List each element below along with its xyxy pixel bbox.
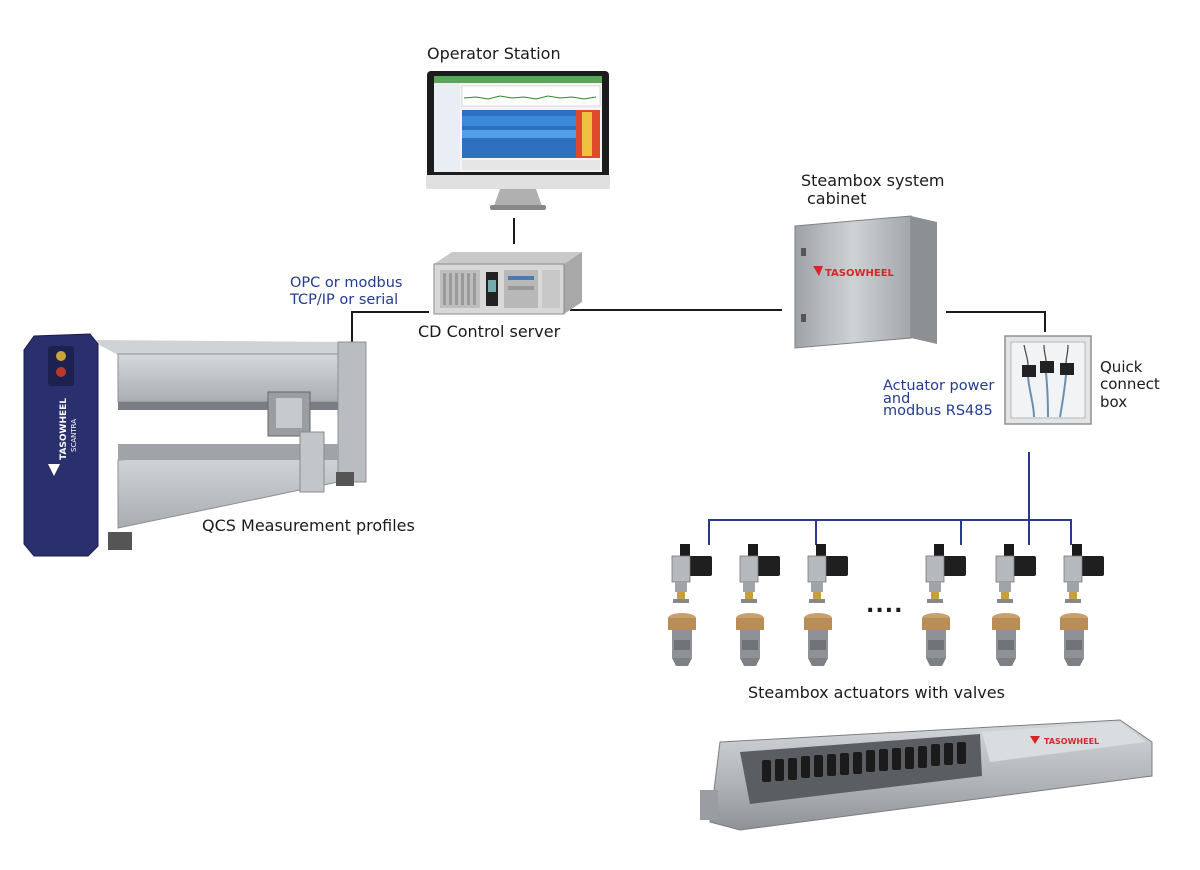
actuator-power-label-1: Actuator power: [883, 378, 995, 394]
actuator-icon: [925, 544, 966, 603]
operator-station-label: Operator Station: [427, 44, 561, 63]
steambox-actuator-unit: [866, 750, 875, 773]
quick-connect-label-3: box: [1100, 393, 1128, 411]
bus-trunk: [1028, 452, 1030, 545]
bus-drop-1: [708, 519, 710, 545]
monitor-server-link: [513, 218, 515, 244]
junction-box-icon: [1004, 335, 1092, 425]
scanner-sub-brand: SCANTRA: [70, 419, 78, 452]
bus-drop-2: [815, 519, 817, 545]
valve-icon: [992, 613, 1020, 666]
actuator-icon: [807, 544, 848, 603]
actuators-label: Steambox actuators with valves: [748, 683, 1005, 702]
server-cabinet-link: [570, 309, 782, 311]
steambox-actuator-unit: [944, 743, 953, 766]
steambox-actuator-unit: [931, 744, 940, 767]
protocol-label-2: TCP/IP or serial: [290, 292, 399, 308]
steambox-cabinet-label-1: Steambox system: [801, 171, 945, 190]
valve-icon: [668, 613, 696, 666]
actuator-icon: [739, 544, 780, 603]
server-rack-icon: [433, 252, 582, 315]
actuator-icon: [671, 544, 712, 603]
steambox-actuator-unit: [827, 754, 836, 776]
cabinet-icon: TASOWHEEL: [794, 215, 937, 349]
monitor-icon: [426, 71, 610, 210]
protocol-label-1: OPC or modbus: [290, 275, 403, 291]
steambox-actuator-unit: [801, 756, 810, 779]
actuator-icon: [995, 544, 1036, 603]
valve-icon: [804, 613, 832, 666]
steambox-actuator-unit: [788, 757, 797, 780]
valve-icon: [922, 613, 950, 666]
steambox-actuator-unit: [879, 749, 888, 772]
steambox-actuator-unit: [957, 742, 966, 764]
bus-drop-3: [960, 519, 962, 545]
cabinet-box-link-v: [1044, 311, 1046, 332]
bus-horizontal: [708, 519, 1072, 521]
qcs-label: QCS Measurement profiles: [202, 516, 415, 535]
cabinet-brand: TASOWHEEL: [825, 268, 895, 279]
steambox-brand: TASOWHEEL: [1044, 737, 1099, 746]
scanner-brand: TASOWHEEL: [59, 398, 69, 460]
steambox-actuator-unit: [905, 746, 914, 769]
steambox-cabinet-label-2: cabinet: [807, 189, 867, 208]
actuator-icon: [1063, 544, 1104, 603]
cabinet-box-link-h: [946, 311, 1046, 313]
steambox-actuator-unit: [775, 758, 784, 781]
valve-icon: [736, 613, 764, 666]
scanner-server-link-v: [351, 311, 353, 343]
steambox-actuator-unit: [840, 752, 849, 775]
quick-connect-label-1: Quick: [1100, 358, 1143, 376]
ellipsis-label: ....: [866, 593, 904, 618]
steambox-actuator-unit: [918, 745, 927, 768]
steambox-actuator-unit: [814, 755, 823, 778]
actuator-power-label-3: modbus RS485: [883, 403, 993, 419]
valve-icon: [1060, 613, 1088, 666]
cd-control-server-label: CD Control server: [418, 322, 561, 341]
steambox-actuator-unit: [853, 751, 862, 774]
actuator-power-label-2: and: [883, 391, 911, 407]
bus-drop-4: [1070, 519, 1072, 545]
quick-connect-label-2: connect: [1100, 375, 1160, 393]
steambox-actuator-unit: [892, 748, 901, 770]
steambox-actuator-unit: [762, 760, 771, 782]
scanner-icon: TASOWHEEL SCANTRA: [23, 333, 367, 557]
scanner-server-link-h: [351, 311, 429, 313]
